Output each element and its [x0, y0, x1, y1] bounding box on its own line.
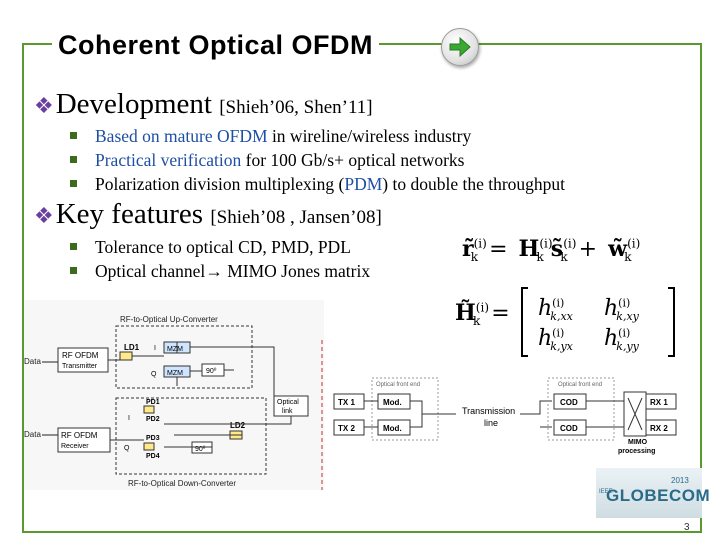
- list-item: Polarization division multiplexing (PDM)…: [70, 174, 565, 195]
- svg-text:Transmission: Transmission: [462, 406, 515, 416]
- svg-text:Mod.: Mod.: [383, 424, 402, 433]
- svg-text:90º: 90º: [206, 368, 217, 375]
- data-out-label: Data: [24, 430, 41, 439]
- up-converter-label: RF-to-Optical Up-Converter: [120, 315, 218, 324]
- svg-text:Transmitter: Transmitter: [62, 363, 98, 370]
- equation-channel-matrix: H̃(i)k =: [455, 300, 510, 329]
- square-bullet-icon: [70, 243, 77, 251]
- svg-text:COD: COD: [560, 398, 578, 407]
- svg-text:line: line: [484, 418, 498, 428]
- svg-text:RX 1: RX 1: [650, 398, 668, 407]
- square-bullet-icon: [70, 132, 77, 140]
- list-item: Optical channel→ MIMO Jones matrix: [70, 261, 370, 282]
- square-bullet-icon: [70, 180, 77, 188]
- key-features-citation: [Shieh’08 , Jansen’08]: [210, 207, 382, 228]
- svg-text:MZM: MZM: [167, 346, 183, 353]
- next-slide-button[interactable]: [441, 28, 479, 66]
- matrix-h-xx: h(i)k,xx: [538, 296, 573, 324]
- square-bullet-icon: [70, 156, 77, 164]
- svg-text:RX 2: RX 2: [650, 424, 668, 433]
- svg-text:90º: 90º: [195, 446, 206, 453]
- svg-text:Mod.: Mod.: [383, 398, 402, 407]
- system-diagram: RF-to-Optical Up-Converter Data RF OFDM …: [24, 300, 677, 490]
- svg-text:LD2: LD2: [230, 421, 246, 430]
- svg-text:TX 1: TX 1: [338, 398, 355, 407]
- arrow-right-icon: [449, 36, 471, 58]
- square-bullet-icon: [70, 267, 77, 275]
- slide-title: Coherent Optical OFDM: [52, 30, 380, 61]
- svg-text:LD1: LD1: [124, 343, 140, 352]
- development-citation: [Shieh’06, Shen’11]: [219, 97, 373, 118]
- svg-text:Optical: Optical: [277, 399, 299, 406]
- globecom-logo: IEEE GLOBECOM 2013: [596, 468, 710, 518]
- list-item: Tolerance to optical CD, PMD, PDL: [70, 237, 351, 258]
- svg-text:MZM: MZM: [167, 370, 183, 377]
- development-heading: Development: [55, 88, 212, 120]
- svg-text:RF OFDM: RF OFDM: [62, 351, 99, 360]
- svg-text:TX 2: TX 2: [338, 424, 355, 433]
- matrix-brackets: [521, 287, 675, 357]
- svg-text:COD: COD: [560, 424, 578, 433]
- list-item: Based on mature OFDM in wireline/wireles…: [70, 126, 471, 147]
- bullet-development: ❖Development [Shieh’06, Shen’11]: [34, 88, 373, 121]
- matrix-h-xy: h(i)k,xy: [604, 296, 639, 324]
- diamond-bullet-icon: ❖: [34, 93, 54, 118]
- list-item: Practical verification for 100 Gb/s+ opt…: [70, 150, 465, 171]
- svg-text:RF OFDM: RF OFDM: [61, 431, 98, 440]
- svg-text:PD1: PD1: [146, 399, 160, 406]
- equation-received-signal: r̃(i)k = H(i)k s̃(i)k + w̃(i)k: [462, 236, 641, 265]
- svg-text:PD4: PD4: [146, 453, 160, 460]
- svg-text:Optical front end: Optical front end: [376, 382, 420, 388]
- matrix-h-yy: h(i)k,yy: [604, 326, 639, 354]
- key-features-heading: Key features: [55, 198, 204, 230]
- svg-text:Q: Q: [151, 371, 157, 378]
- svg-text:link: link: [282, 408, 293, 415]
- svg-text:Receiver: Receiver: [61, 443, 89, 450]
- svg-text:processing: processing: [618, 448, 655, 455]
- svg-text:MIMO: MIMO: [628, 439, 648, 446]
- down-converter-label: RF-to-Optical Down-Converter: [128, 479, 236, 488]
- bullet-key-features: ❖Key features [Shieh’08 , Jansen’08]: [34, 198, 382, 231]
- svg-text:PD3: PD3: [146, 435, 160, 442]
- data-in-label: Data: [24, 357, 41, 366]
- svg-text:I: I: [128, 415, 130, 422]
- matrix-h-yx: h(i)k,yx: [538, 326, 573, 354]
- svg-text:Optical front end: Optical front end: [558, 382, 602, 388]
- diamond-bullet-icon: ❖: [34, 203, 54, 228]
- svg-text:Q: Q: [124, 445, 130, 452]
- svg-text:I: I: [154, 345, 156, 352]
- svg-text:PD2: PD2: [146, 416, 160, 423]
- page-number: 3: [684, 522, 690, 533]
